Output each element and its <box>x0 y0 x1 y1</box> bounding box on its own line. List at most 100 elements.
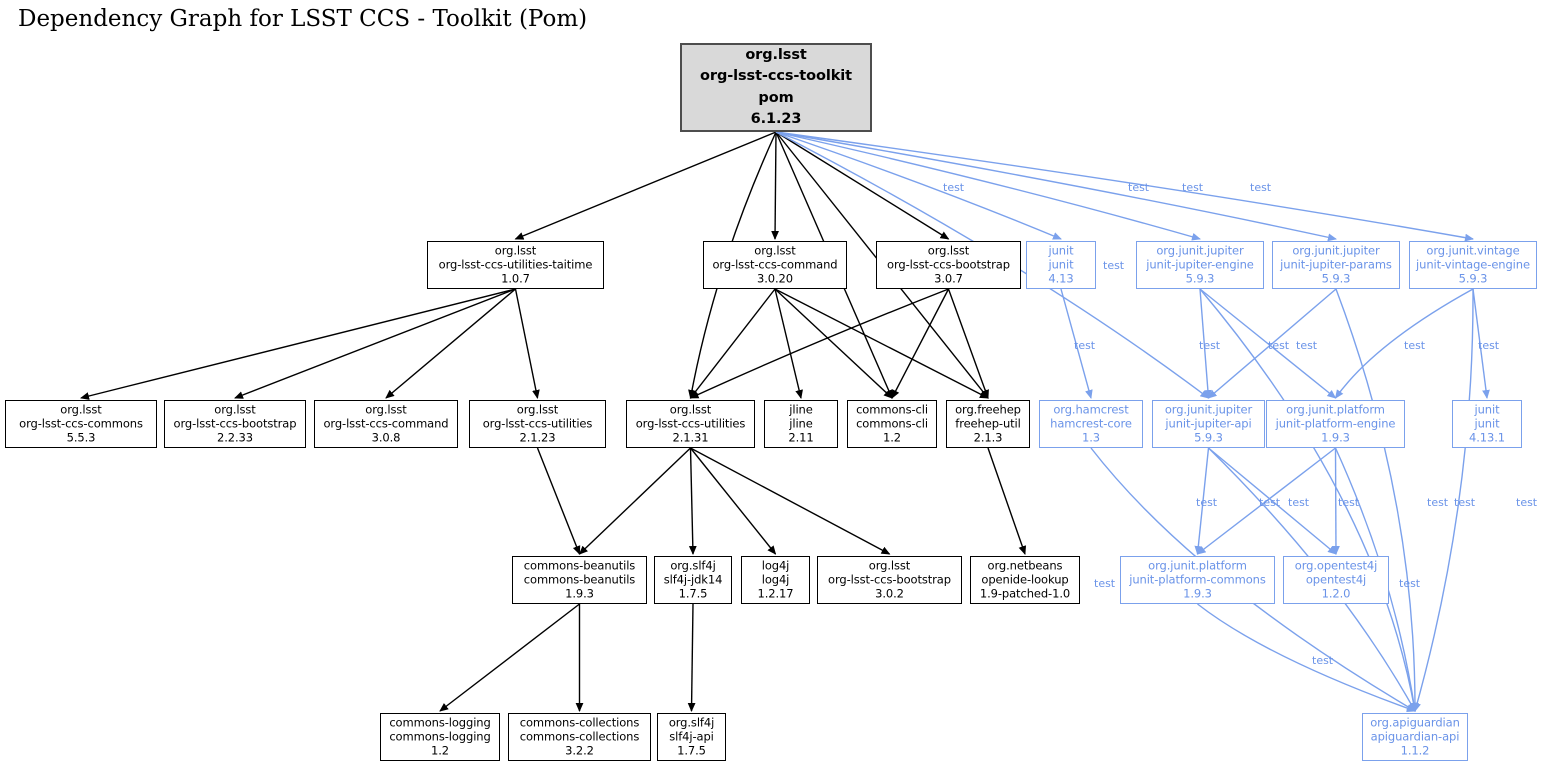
graph-node-label: org.slf4j slf4j-jdk14 1.7.5 <box>663 558 723 602</box>
graph-edge <box>1196 447 1336 555</box>
edge-scope-label: test <box>1404 339 1426 352</box>
graph-node-commons-logging[interactable]: commons-logging commons-logging 1.2 <box>380 713 500 761</box>
graph-node-label: org.lsst org-lsst-ccs-command 3.0.8 <box>323 402 449 446</box>
graph-edge <box>439 603 580 712</box>
graph-node-command-308[interactable]: org.lsst org-lsst-ccs-command 3.0.8 <box>314 400 458 448</box>
edge-scope-label: test <box>1074 339 1096 352</box>
graph-node-label: org.opentest4j opentest4j 1.2.0 <box>1294 558 1378 602</box>
graph-edge <box>689 447 777 555</box>
graph-edge <box>891 288 950 399</box>
graph-node-utilities-2131[interactable]: org.lsst org-lsst-ccs-utilities 2.1.31 <box>626 400 755 448</box>
graph-edge <box>1194 447 1210 555</box>
graph-node-openide-lookup[interactable]: org.netbeans openide-lookup 1.9-patched-… <box>970 556 1080 604</box>
graph-node-label: log4j log4j 1.2.17 <box>757 558 794 602</box>
graph-edge <box>1472 288 1490 399</box>
graph-edge <box>774 288 803 399</box>
graph-node-vintage-engine[interactable]: org.junit.vintage junit-vintage-engine 5… <box>1409 241 1537 289</box>
edge-scope-label: test <box>1103 259 1125 272</box>
graph-edge <box>771 131 779 240</box>
graph-node-slf4j-api[interactable]: org.slf4j slf4j-api 1.7.5 <box>657 713 726 761</box>
graph-node-label: org.lsst org-lsst-ccs-utilities 2.1.31 <box>635 402 746 446</box>
graph-edge <box>385 288 516 399</box>
graph-node-log4j[interactable]: log4j log4j 1.2.17 <box>741 556 810 604</box>
graph-node-commons-beanutils[interactable]: commons-beanutils commons-beanutils 1.9.… <box>512 556 647 604</box>
graph-node-label: org.lsst org-lsst-ccs-commons 5.5.3 <box>19 402 143 446</box>
graph-edge <box>1060 288 1093 399</box>
graph-edge <box>1334 288 1474 399</box>
graph-node-platform-engine[interactable]: org.junit.platform junit-platform-engine… <box>1266 400 1405 448</box>
graph-node-bootstrap-302[interactable]: org.lsst org-lsst-ccs-bootstrap 3.0.2 <box>817 556 962 604</box>
edge-scope-label: test <box>1516 496 1538 509</box>
graph-node-hamcrest-core[interactable]: org.hamcrest hamcrest-core 1.3 <box>1039 400 1143 448</box>
graph-edge <box>690 447 891 555</box>
graph-node-label: org.slf4j slf4j-api 1.7.5 <box>668 715 715 759</box>
edge-scope-label: test <box>1399 577 1421 590</box>
graph-edge <box>775 131 1337 242</box>
graph-node-label: org.lsst org-lsst-ccs-toolkit pom 6.1.23 <box>700 46 852 128</box>
graph-node-apiguardian-api[interactable]: org.apiguardian apiguardian-api 1.1.2 <box>1362 713 1468 761</box>
graph-node-commons-cli[interactable]: commons-cli commons-cli 1.2 <box>847 400 937 448</box>
graph-node-platform-commons[interactable]: org.junit.platform junit-platform-common… <box>1120 556 1275 604</box>
graph-node-jline[interactable]: jline jline 2.11 <box>764 400 838 448</box>
graph-edge <box>687 603 696 712</box>
edge-scope-label: test <box>1259 496 1281 509</box>
edge-scope-label: test <box>1196 496 1218 509</box>
graph-node-utilities-2123[interactable]: org.lsst org-lsst-ccs-utilities 2.1.23 <box>469 400 606 448</box>
edge-scope-label: test <box>1199 339 1221 352</box>
edge-scope-label: test <box>1250 181 1272 194</box>
graph-node-label: commons-logging commons-logging 1.2 <box>389 715 491 759</box>
graph-node-label: org.junit.platform junit-platform-common… <box>1129 558 1266 602</box>
graph-edge <box>514 288 540 399</box>
graph-node-label: org.junit.vintage junit-vintage-engine 5… <box>1416 243 1530 287</box>
graph-node-label: org.junit.jupiter junit-jupiter-params 5… <box>1280 243 1392 287</box>
graph-node-jupiter-engine[interactable]: org.junit.jupiter junit-jupiter-engine 5… <box>1136 241 1264 289</box>
page-title: Dependency Graph for LSST CCS - Toolkit … <box>18 6 588 32</box>
graph-node-jupiter-api[interactable]: org.junit.jupiter junit-jupiter-api 5.9.… <box>1152 400 1265 448</box>
graph-edge <box>1207 288 1337 399</box>
graph-node-freehep-util[interactable]: org.freehep freehep-util 2.1.3 <box>946 400 1030 448</box>
graph-node-bootstrap-307[interactable]: org.lsst org-lsst-ccs-bootstrap 3.0.7 <box>876 241 1021 289</box>
graph-node-jupiter-params[interactable]: org.junit.jupiter junit-jupiter-params 5… <box>1272 241 1400 289</box>
graph-edge <box>775 131 950 240</box>
graph-node-junit413[interactable]: junit junit 4.13 <box>1026 241 1096 289</box>
graph-node-commons-553[interactable]: org.lsst org-lsst-ccs-commons 5.5.3 <box>5 400 157 448</box>
edge-scope-label: test <box>1094 577 1116 590</box>
graph-node-label: org.lsst org-lsst-ccs-bootstrap 3.0.2 <box>828 558 951 602</box>
graph-node-label: org.lsst org-lsst-ccs-command 3.0.20 <box>712 243 838 287</box>
graph-edge <box>689 288 776 399</box>
graph-node-commons-collections[interactable]: commons-collections commons-collections … <box>508 713 651 761</box>
graph-node-junit4131[interactable]: junit junit 4.13.1 <box>1452 400 1522 448</box>
graph-node-taitime[interactable]: org.lsst org-lsst-ccs-utilities-taitime … <box>427 241 604 289</box>
edge-scope-label: test <box>1454 496 1476 509</box>
graph-edge <box>1197 603 1416 712</box>
graph-node-root[interactable]: org.lsst org-lsst-ccs-toolkit pom 6.1.23 <box>680 43 872 132</box>
edge-scope-label: test <box>1288 496 1310 509</box>
graph-node-label: commons-collections commons-collections … <box>519 715 640 759</box>
graph-node-label: org.lsst org-lsst-ccs-bootstrap 3.0.7 <box>887 243 1010 287</box>
graph-edge <box>234 288 516 399</box>
edge-scope-label: test <box>1128 181 1150 194</box>
graph-node-slf4j-jdk14[interactable]: org.slf4j slf4j-jdk14 1.7.5 <box>654 556 732 604</box>
graph-node-label: org.apiguardian apiguardian-api 1.1.2 <box>1370 715 1460 759</box>
graph-node-bootstrap-2233[interactable]: org.lsst org-lsst-ccs-bootstrap 2.2.33 <box>164 400 306 448</box>
graph-edge <box>578 447 691 555</box>
graph-node-label: org.junit.jupiter junit-jupiter-api 5.9.… <box>1164 402 1253 446</box>
graph-node-label: junit junit 4.13.1 <box>1469 402 1505 446</box>
graph-node-command-3020[interactable]: org.lsst org-lsst-ccs-command 3.0.20 <box>703 241 847 289</box>
graph-edge <box>1335 288 1419 712</box>
graph-edge <box>1332 447 1340 555</box>
graph-node-label: org.junit.jupiter junit-jupiter-engine 5… <box>1146 243 1254 287</box>
graph-node-label: jline jline 2.11 <box>788 402 814 446</box>
graph-node-opentest4j[interactable]: org.opentest4j opentest4j 1.2.0 <box>1283 556 1389 604</box>
graph-edge <box>947 288 989 399</box>
graph-node-label: junit junit 4.13 <box>1048 243 1074 287</box>
graph-node-label: org.hamcrest hamcrest-core 1.3 <box>1050 402 1132 446</box>
graph-edge <box>987 447 1027 555</box>
graph-edge <box>774 288 893 399</box>
graph-edge <box>1199 288 1337 399</box>
graph-edge <box>1199 288 1418 712</box>
graph-edge <box>689 288 949 399</box>
graph-node-label: org.lsst org-lsst-ccs-utilities-taitime … <box>438 243 593 287</box>
edge-scope-label: test <box>1427 496 1449 509</box>
